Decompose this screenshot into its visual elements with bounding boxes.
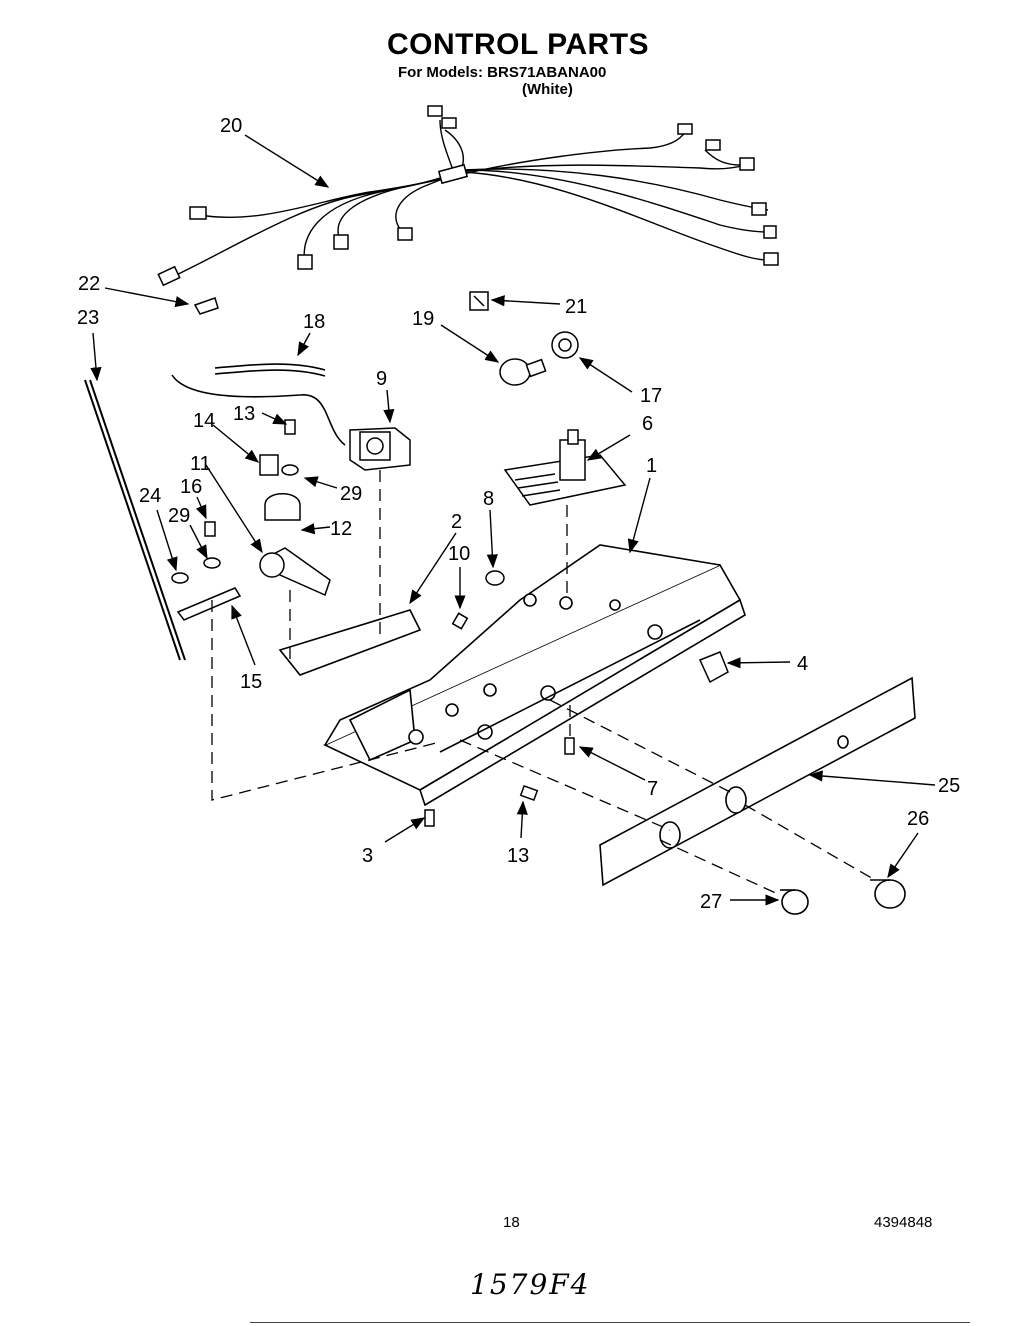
callout-10: 10 bbox=[448, 543, 470, 565]
callout-12: 12 bbox=[330, 518, 352, 540]
bottom-edge-line bbox=[250, 1322, 970, 1323]
model-subtitle: For Models: BRS71ABANA00 bbox=[398, 64, 607, 81]
leader-arrows bbox=[90, 134, 936, 906]
callout-20: 20 bbox=[220, 115, 242, 137]
light-bulb bbox=[499, 358, 547, 386]
callout-21: 21 bbox=[565, 296, 587, 318]
knobs bbox=[780, 879, 906, 915]
color-variant: (White) bbox=[522, 81, 573, 98]
callout-15: 15 bbox=[240, 671, 262, 693]
callout-13a: 13 bbox=[233, 403, 255, 425]
bracket-parts bbox=[171, 419, 331, 597]
callout-labels: 1 2 3 4 6 7 8 9 10 11 12 13 13 14 15 16 … bbox=[77, 115, 960, 913]
callout-8: 8 bbox=[483, 488, 494, 510]
callout-27: 27 bbox=[700, 891, 722, 913]
part-clip-22 bbox=[193, 297, 219, 315]
callout-25: 25 bbox=[938, 775, 960, 797]
callout-7: 7 bbox=[647, 778, 658, 800]
callout-29b: 29 bbox=[168, 505, 190, 527]
callout-1: 1 bbox=[646, 455, 657, 477]
page-title: CONTROL PARTS bbox=[386, 28, 650, 61]
control-board bbox=[503, 429, 627, 506]
harness-connectors bbox=[157, 105, 779, 287]
handwritten-note: 1579F4 bbox=[470, 1268, 591, 1301]
callout-23: 23 bbox=[77, 307, 99, 329]
callout-24: 24 bbox=[139, 485, 161, 507]
page-number: 18 bbox=[503, 1214, 520, 1231]
thermostat bbox=[349, 427, 411, 471]
callout-17: 17 bbox=[640, 385, 662, 407]
callout-29a: 29 bbox=[340, 483, 362, 505]
document-number: 4394848 bbox=[874, 1214, 933, 1231]
callout-3: 3 bbox=[362, 845, 373, 867]
callout-19: 19 bbox=[412, 308, 434, 330]
callout-11: 11 bbox=[190, 453, 211, 475]
part-clip-21 bbox=[469, 291, 489, 311]
callout-16: 16 bbox=[180, 476, 202, 498]
actuator-15 bbox=[176, 587, 242, 621]
callout-2: 2 bbox=[451, 511, 462, 533]
rod-23 bbox=[84, 379, 186, 661]
light-socket bbox=[551, 331, 579, 359]
callout-13b: 13 bbox=[507, 845, 529, 867]
capillary-tube bbox=[171, 363, 346, 446]
control-housing bbox=[278, 544, 746, 807]
callout-9: 9 bbox=[376, 368, 387, 390]
front-panel bbox=[599, 676, 916, 887]
assembly-lines bbox=[211, 470, 876, 896]
callout-14: 14 bbox=[193, 410, 215, 432]
callout-26: 26 bbox=[907, 808, 929, 830]
callout-4: 4 bbox=[797, 653, 808, 675]
callout-6: 6 bbox=[642, 413, 653, 435]
callout-22: 22 bbox=[78, 273, 100, 295]
callout-18: 18 bbox=[303, 311, 325, 333]
screws-and-lamp bbox=[424, 570, 729, 827]
